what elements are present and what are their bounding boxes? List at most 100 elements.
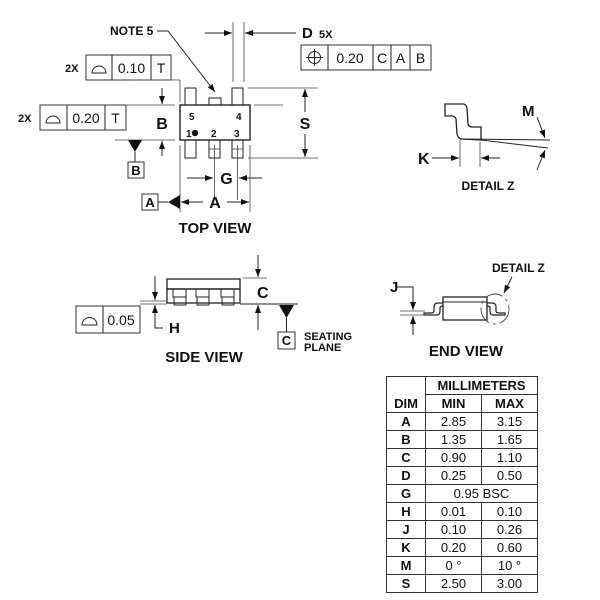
row-dim: C [386, 448, 426, 467]
table-header-row-2: DIM MIN MAX [386, 394, 538, 413]
side-view: C C SEATING PLANE H 0.05 SIDE VIEW [75, 255, 352, 366]
row-min: 0.25 [425, 466, 482, 485]
dim-j-label: J [390, 279, 398, 296]
pin-4-number: 4 [236, 112, 242, 123]
side-profile-fcf: 0.05 [75, 305, 141, 334]
detail-z-callout-arrow [503, 276, 513, 294]
row-min: 2.50 [425, 574, 482, 593]
detail-z: K M DETAIL Z [418, 103, 551, 193]
dim-k-label: K [418, 151, 430, 168]
profile-icon [81, 317, 98, 326]
pin-1-number: 1 [186, 129, 192, 140]
side-profile-tolerance: 0.05 [107, 312, 134, 328]
top-view-title: TOP VIEW [179, 220, 253, 237]
profile-side-count: 2X [18, 113, 32, 125]
profile-top-tolerance: 0.10 [118, 60, 145, 76]
m-arrow-top [536, 116, 546, 139]
row-dim: H [386, 502, 426, 521]
row-min: 1.35 [425, 430, 482, 449]
row-max: 3.15 [481, 412, 538, 431]
pin-2-number: 2 [211, 129, 217, 140]
detail-z-circle [480, 293, 510, 325]
dim-m-label: M [522, 103, 535, 120]
profile-top-leader [130, 79, 181, 102]
profile-top-fcf: 0.10 T [85, 54, 172, 81]
end-view-title: END VIEW [429, 343, 504, 360]
top-view: NOTE 5 D 5X 0.20 C A B 2X [18, 22, 432, 237]
col-header-max: MAX [481, 394, 538, 413]
row-max: 10 ° [481, 556, 538, 575]
pin-1-dot [191, 129, 199, 137]
profile-side-tolerance: 0.20 [72, 110, 99, 126]
col-header-dim: DIM [386, 394, 426, 413]
dim-b-label: B [156, 116, 168, 133]
row-dim: K [386, 538, 426, 557]
position-datum-3: B [416, 50, 425, 66]
row-max: 0.60 [481, 538, 538, 557]
pin-3-number: 3 [234, 129, 240, 140]
position-fcf: 0.20 C A B [300, 44, 432, 71]
side-body-top [166, 278, 241, 290]
row-min: 0.01 [425, 502, 482, 521]
position-icon [306, 49, 323, 66]
dim-c-label: C [257, 285, 269, 302]
row-min: 0.90 [425, 448, 482, 467]
lead-4 [231, 87, 244, 106]
end-lead-right [486, 302, 506, 316]
end-lead-left [423, 302, 444, 316]
dim-s-label: S [300, 116, 311, 133]
row-max: 0.26 [481, 520, 538, 539]
j-arrow-top [397, 286, 416, 310]
datum-a-label: A [145, 195, 155, 210]
row-max: 1.65 [481, 430, 538, 449]
row-min: 2.85 [425, 412, 482, 431]
table-header-row-1: MILLIMETERS [386, 376, 538, 395]
detail-z-callout: DETAIL Z [492, 261, 545, 275]
lead-5 [184, 87, 197, 106]
profile-side-fcf: 0.20 T [39, 104, 127, 131]
row-max: 1.10 [481, 448, 538, 467]
col-header-min: MIN [425, 394, 482, 413]
end-view: DETAIL Z J END VIEW [390, 261, 545, 360]
profile-side-datum: T [111, 110, 120, 126]
datum-b-label: B [131, 163, 140, 178]
row-max: 0.10 [481, 502, 538, 521]
profile-top-datum: T [157, 60, 166, 76]
datum-a-symbol: A [141, 193, 180, 211]
row-dim: B [386, 430, 426, 449]
position-datum-1: C [377, 50, 387, 66]
profile-top-count: 2X [65, 63, 79, 75]
dim-h-label: H [169, 320, 180, 337]
seating-plane-label-1: SEATING [304, 331, 352, 343]
profile-icon [91, 65, 107, 74]
side-body-bottom [166, 288, 241, 304]
row-min: 0.20 [425, 538, 482, 557]
row-dim: J [386, 520, 426, 539]
detail-z-seating-line [460, 138, 551, 141]
detail-z-lead-angle-line [480, 139, 549, 149]
row-dim: M [386, 556, 426, 575]
end-body [442, 296, 488, 321]
unit-header: MILLIMETERS [425, 376, 538, 395]
datum-c-label: C [282, 333, 292, 348]
dim-d-label: D [302, 25, 313, 42]
table-corner-cell [386, 376, 426, 395]
side-leads [172, 288, 235, 306]
dim-g-label: G [220, 171, 232, 188]
row-min: 0.10 [425, 520, 482, 539]
position-tolerance: 0.20 [336, 50, 363, 66]
row-dim: S [386, 574, 426, 593]
dim-d-count: 5X [319, 29, 333, 41]
note-5-label: NOTE 5 [110, 24, 154, 38]
